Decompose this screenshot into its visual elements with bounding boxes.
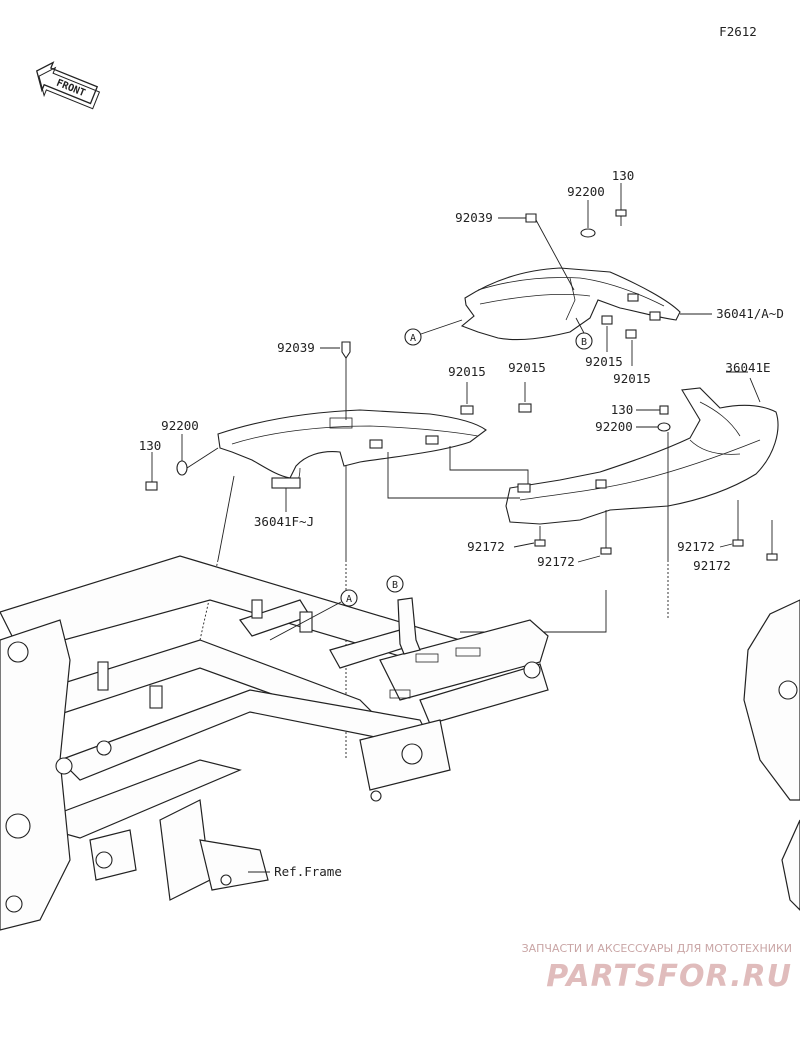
washer-92200-right — [636, 422, 671, 432]
label-36041-a-d: 36041/A~D — [716, 306, 784, 321]
bolt-92039-mid — [320, 341, 351, 420]
clip-92015-m2 — [518, 382, 532, 413]
label-130-right: 130 — [611, 402, 634, 417]
label-36041-e: 36041E — [725, 360, 770, 375]
screw-92172-right2 — [766, 520, 778, 561]
callout-a-upper-text: A — [410, 333, 416, 344]
bolt-130-right — [636, 405, 669, 415]
bolt-130-top — [615, 183, 627, 226]
label-92015-b2: 92015 — [613, 371, 651, 386]
label-92039-top: 92039 — [455, 210, 493, 225]
front-arrow-icon: FRONT — [35, 61, 101, 110]
label-92039-mid: 92039 — [277, 340, 315, 355]
label-92015-b1: 92015 — [585, 354, 623, 369]
callout-a-upper — [404, 328, 422, 346]
label-92172-right2: 92172 — [693, 558, 731, 573]
label-92200-left: 92200 — [161, 418, 199, 433]
watermark-logo: PARTSFOR.RU — [546, 959, 792, 994]
label-92200-top: 92200 — [567, 184, 605, 199]
clip-92015-m1 — [460, 382, 474, 415]
label-ref-frame: Ref.Frame — [274, 864, 342, 879]
screw-92172-left — [534, 526, 546, 547]
label-92015-m2: 92015 — [508, 360, 546, 375]
label-92200-right: 92200 — [595, 419, 633, 434]
label-130-left: 130 — [139, 438, 162, 453]
label-92172-left: 92172 — [467, 539, 505, 554]
callout-a-frame-text: A — [346, 594, 352, 605]
washer-92200-left — [176, 434, 219, 476]
label-92172-mid: 92172 — [537, 554, 575, 569]
callout-b-frame-text: B — [392, 580, 398, 591]
bolt-92039-top — [498, 213, 575, 291]
label-36041-f-j: 36041F~J — [254, 514, 314, 529]
screw-92172-mid — [600, 510, 612, 555]
screw-92172-right — [732, 500, 744, 547]
diagram-code: F2612 — [719, 24, 757, 39]
bolt-130-left — [145, 452, 158, 491]
label-92172-right: 92172 — [677, 539, 715, 554]
callout-b-frame — [386, 575, 404, 593]
cover-36041-e — [505, 387, 779, 525]
callout-b-upper-text: B — [581, 337, 587, 348]
label-92015-m1: 92015 — [448, 364, 486, 379]
washer-92200-top — [580, 200, 596, 238]
watermark-tagline: ЗАПЧАСТИ И АКСЕССУАРЫ ДЛЯ МОТОТЕХНИКИ — [522, 942, 792, 955]
frame-assembly — [0, 555, 549, 931]
side-component-right — [743, 599, 800, 911]
callout-a-frame — [340, 589, 358, 607]
cover-36041-f-j — [217, 409, 487, 489]
cover-36041-a-d — [460, 267, 681, 341]
label-130-top: 130 — [612, 168, 635, 183]
